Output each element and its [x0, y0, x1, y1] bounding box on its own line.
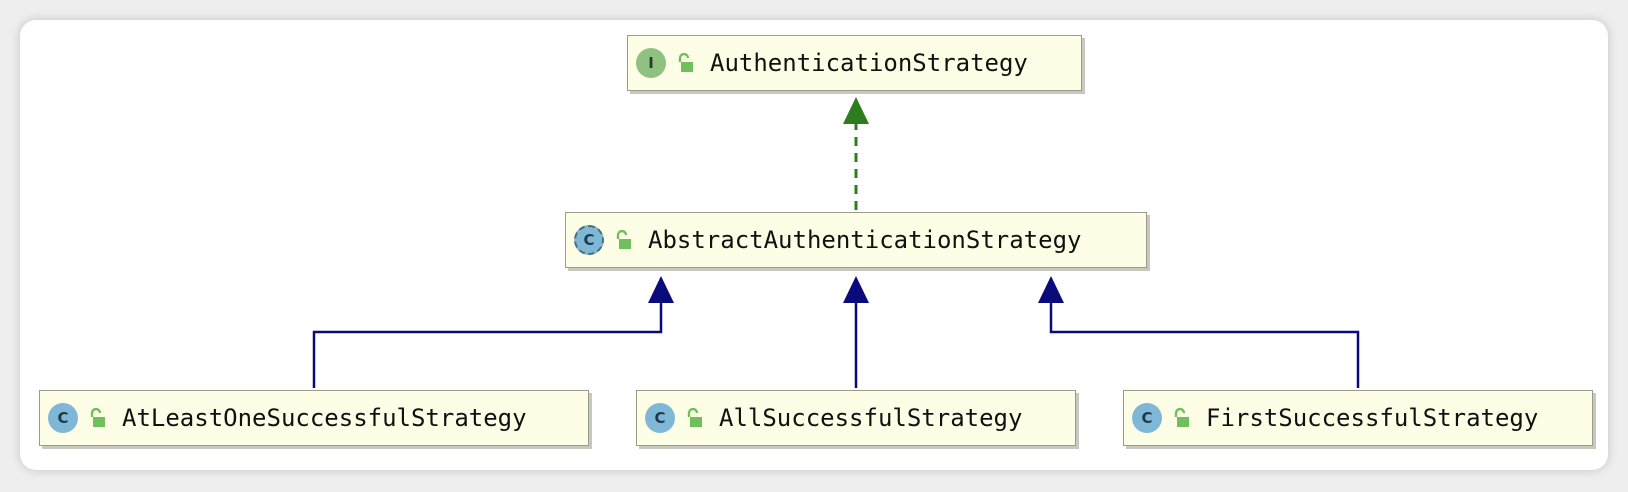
- node-label: AllSuccessfulStrategy: [719, 404, 1023, 432]
- lock-open-icon: [1174, 408, 1189, 427]
- edge-extends-allsuccessful-to-abstract: [843, 276, 869, 388]
- lock-open-icon: [90, 408, 105, 427]
- abstract-class-icon: C: [574, 225, 604, 255]
- class-icon: C: [645, 403, 675, 433]
- edge-implements-abstract-to-authentication: [843, 97, 869, 210]
- node-label: AtLeastOneSuccessfulStrategy: [122, 404, 527, 432]
- edge-extends-atleastone-to-abstract: [312, 276, 674, 388]
- node-label: FirstSuccessfulStrategy: [1206, 404, 1539, 432]
- node-at-least-one-successful-strategy[interactable]: C AtLeastOneSuccessfulStrategy: [39, 390, 589, 446]
- edge-extends-firstsuccessful-to-abstract: [1038, 276, 1360, 388]
- node-abstract-authentication-strategy[interactable]: C AbstractAuthenticationStrategy: [565, 212, 1147, 268]
- node-all-successful-strategy[interactable]: C AllSuccessfulStrategy: [636, 390, 1076, 446]
- class-icon: C: [48, 403, 78, 433]
- node-first-successful-strategy[interactable]: C FirstSuccessfulStrategy: [1123, 390, 1593, 446]
- interface-icon: I: [636, 48, 666, 78]
- node-label: AuthenticationStrategy: [710, 49, 1028, 77]
- node-label: AbstractAuthenticationStrategy: [648, 226, 1082, 254]
- node-authentication-strategy[interactable]: I AuthenticationStrategy: [627, 35, 1082, 91]
- lock-open-icon: [678, 53, 693, 72]
- lock-open-icon: [616, 230, 631, 249]
- class-icon: C: [1132, 403, 1162, 433]
- lock-open-icon: [687, 408, 702, 427]
